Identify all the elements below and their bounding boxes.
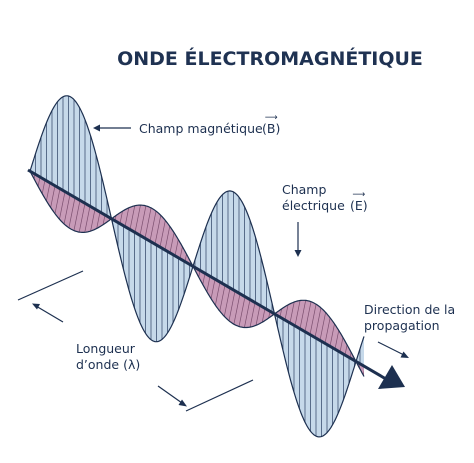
electric-wave-outline: [29, 170, 365, 377]
direction-label-line2: propagation: [364, 318, 440, 333]
electric-field-symbol: ⟶ (E): [350, 190, 368, 214]
wavelength-label-line1: Longueur: [76, 341, 135, 356]
axis-arrowhead-icon: [378, 365, 405, 389]
electric-field-label-line1: Champ: [282, 182, 327, 197]
electric-field-label-line2: électrique: [282, 198, 345, 213]
magnetic-pointer-arrow: [93, 124, 131, 132]
magnetic-field-wave: [30, 95, 364, 437]
wavelength-label-line2: d’onde (λ): [76, 357, 141, 372]
vector-arrow-icon: ⟶: [264, 113, 278, 123]
diagram-title: ONDE ÉLECTROMAGNÉTIQUE: [117, 48, 423, 70]
wavelength-bracket-right: [157, 379, 254, 412]
direction-label-line1: Direction de la: [364, 302, 456, 317]
electric-hatch-line: [6, 117, 24, 207]
electric-hatch-line: [1, 114, 19, 204]
electric-hatch-line: [11, 120, 29, 210]
electric-pointer-arrow: [294, 222, 302, 257]
vector-arrow-icon: ⟶: [352, 190, 366, 200]
magnetic-wave-outline: [29, 95, 365, 438]
propagation-axis: [27, 168, 387, 381]
magnetic-field-symbol: ⟶ (B): [262, 113, 281, 137]
direction-pointer-arrow: [377, 341, 409, 358]
wavelength-bracket-left: [17, 270, 84, 323]
magnetic-field-label: Champ magnétique: [139, 121, 263, 136]
